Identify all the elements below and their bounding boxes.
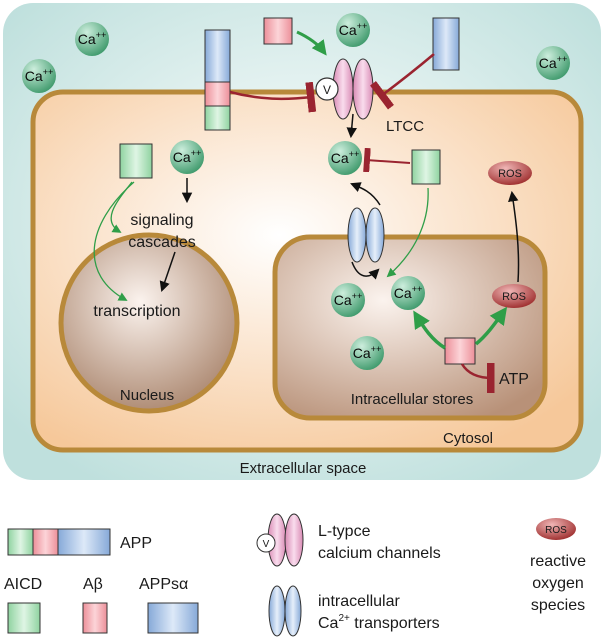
appsa-fragment (432, 17, 460, 71)
arrow-transporter-in (350, 182, 381, 206)
legend-abeta-label: Aβ (83, 576, 103, 593)
aicd-fragment-left (119, 143, 153, 179)
abeta-fragment-extracellular (263, 17, 293, 45)
legend-appsa-label: APPsα (139, 576, 188, 593)
arrow-transporter-out (351, 261, 380, 280)
svg-text:Ca++: Ca++ (334, 291, 362, 308)
label-transcription: transcription (93, 303, 180, 320)
calcium-ion: Ca++ (22, 59, 56, 93)
label-atp: ATP (499, 371, 529, 388)
legend-appsa-swatch (147, 602, 199, 634)
svg-text:Ca++: Ca++ (353, 344, 381, 361)
legend-transporter-label-line2: Ca2+ transporters (318, 613, 440, 632)
legend-app-label: APP (120, 535, 152, 552)
svg-text:Ca++: Ca++ (25, 67, 53, 84)
arrow-ltcc-to-ca (346, 113, 357, 139)
label-extracellular: Extracellular space (240, 460, 367, 477)
legend-ltcc-label-line2: calcium channels (318, 545, 441, 562)
intracellular-stores (272, 234, 548, 421)
arrow-ros-to-cytosol (508, 190, 520, 283)
aicd-fragment-right (411, 149, 441, 185)
calcium-ion: Ca++ (331, 283, 365, 317)
legend-aicd-label: AICD (4, 576, 42, 593)
ros-molecule: ROS (492, 284, 536, 308)
app-membrane-protein (204, 29, 231, 131)
voltage-label: V (323, 83, 331, 97)
legend: APP AICD Aβ APPsα V L-typce calcium chan… (4, 513, 586, 637)
arrow-abeta-to-ltcc (296, 30, 327, 56)
legend-ros-label-line2: oxygen (532, 575, 584, 592)
legend-app-swatch (7, 528, 111, 556)
svg-text:Ca++: Ca++ (331, 149, 359, 166)
arrow-signaling-to-transcription (159, 251, 176, 292)
svg-text:Ca++: Ca++ (78, 30, 106, 47)
svg-text:Ca++: Ca++ (173, 148, 201, 165)
calcium-ion: Ca++ (536, 46, 570, 80)
svg-text:V: V (263, 539, 270, 550)
legend-transporter-label-line1: intracellular (318, 593, 400, 610)
svg-text:ROS: ROS (498, 168, 522, 180)
legend-ltcc-label-line1: L-typce (318, 523, 371, 540)
label-signaling: signaling (130, 212, 193, 229)
inhibit-appsa-ltcc (369, 53, 435, 110)
inhibit-aicd-ca (363, 147, 411, 173)
abeta-fragment-stores (444, 337, 476, 365)
label-intracellular-stores: Intracellular stores (351, 391, 474, 408)
ltcc-channel: V (315, 58, 374, 120)
arrow-abeta-to-ca-release (413, 310, 446, 350)
legend-transporter-icon (268, 585, 302, 637)
calcium-ion: Ca++ (170, 140, 204, 174)
ros-molecule: ROS (488, 161, 532, 185)
calcium-ion: Ca++ (391, 276, 425, 310)
calcium-ion: Ca++ (350, 336, 384, 370)
calcium-ion: Ca++ (336, 13, 370, 47)
calcium-ion: Ca++ (75, 22, 109, 56)
calcium-ion: Ca++ (328, 141, 362, 175)
label-cytosol: Cytosol (443, 430, 493, 447)
svg-text:Ca++: Ca++ (539, 54, 567, 71)
inhibit-app-ltcc (229, 81, 317, 113)
legend-abeta-swatch (82, 602, 108, 634)
inhibit-abeta-atp (460, 362, 495, 394)
arrow-abeta-to-ros (474, 306, 508, 346)
svg-text:ROS: ROS (545, 525, 567, 536)
svg-text:Ca++: Ca++ (394, 284, 422, 301)
svg-text:Ca++: Ca++ (339, 21, 367, 38)
legend-ltcc-icon: V (256, 513, 304, 567)
nucleus (58, 232, 240, 414)
label-cascades: cascades (128, 234, 196, 251)
label-nucleus: Nucleus (120, 387, 174, 404)
arrow-aicd-to-stores (386, 187, 429, 278)
legend-ros-label-line3: species (531, 597, 585, 614)
legend-ros-icon: ROS (536, 518, 576, 540)
arrow-aicd-to-transcription (93, 181, 135, 301)
intracellular-ca-transporter (347, 207, 385, 263)
legend-ros-label-line1: reactive (530, 553, 586, 570)
legend-aicd-swatch (7, 602, 41, 634)
svg-text:ROS: ROS (502, 291, 526, 303)
label-ltcc: LTCC (386, 118, 424, 135)
